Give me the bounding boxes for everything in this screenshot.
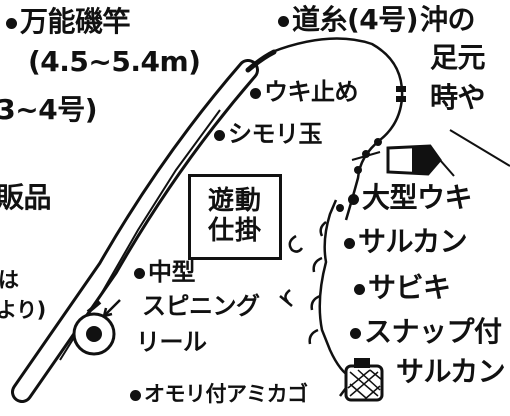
reel-label-3: リール <box>136 328 207 356</box>
sabiki-hooks <box>284 221 327 345</box>
reel-shape <box>72 300 116 356</box>
rig-type-line-2: 仕掛 <box>207 216 262 246</box>
edge-left-1: 販品 <box>0 181 52 214</box>
sabiki-line <box>318 199 353 380</box>
sinker-ball-label: シモリ玉 <box>214 122 323 146</box>
float-stopper-label: ウキ止め <box>250 80 359 104</box>
rod-label: 万能磯竿 <box>6 8 131 36</box>
reel-label-2: スピニング <box>142 292 260 320</box>
large-float-shape <box>351 144 455 177</box>
snap-swivel-label-2: サルカン <box>396 355 506 388</box>
reel-label-1: 中型 <box>134 260 196 284</box>
float-stopper-mark <box>396 86 406 102</box>
main-line-label: 道糸(4号) <box>278 6 419 34</box>
main-line-path <box>271 37 404 221</box>
rod-length-label: (4.5~5.4m) <box>28 45 201 78</box>
leader-arrows <box>102 295 347 397</box>
large-float-label: 大型ウキ <box>348 184 473 212</box>
line-size-partial-label: (3~4号) <box>0 93 98 126</box>
swivel-label: サルカン <box>344 228 468 256</box>
edge-text-2: 足元 <box>430 41 486 74</box>
bait-basket-shape <box>344 358 384 402</box>
snap-swivel-label-1: スナップ付 <box>350 318 502 346</box>
edge-left-2: は <box>0 268 19 292</box>
sabiki-label: サビキ <box>354 274 451 302</box>
rig-type-box: 遊動 仕掛 <box>188 174 282 260</box>
edge-left-3: より) <box>0 298 46 322</box>
edge-text-1: 沖の <box>420 3 476 36</box>
edge-line <box>449 129 510 167</box>
bait-basket-label: オモリ付アミカゴ <box>130 384 308 405</box>
edge-text-3: 時や <box>430 81 486 114</box>
rig-type-line-1: 遊動 <box>207 186 262 217</box>
